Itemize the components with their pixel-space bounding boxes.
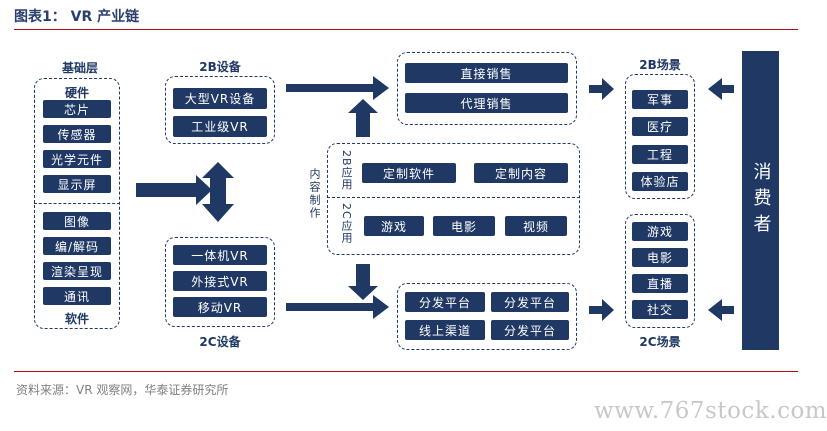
devices-2c-group — [165, 237, 275, 327]
device-2c-item: 一体机VR — [173, 245, 267, 265]
channel-2c-item: 线上渠道 — [405, 320, 485, 340]
software-item: 图像 — [43, 212, 111, 230]
figure-title: 图表1： VR 产业链 — [14, 9, 140, 25]
channel-2c-item: 分发平台 — [491, 320, 569, 340]
software-item: 编/解码 — [43, 237, 111, 255]
arrow-2c-devices-to-channels — [286, 295, 389, 319]
scene-2b-item: 军事 — [632, 90, 688, 109]
scene-2c-item: 游戏 — [632, 222, 688, 241]
arrow-2b-devices-to-sales — [286, 76, 389, 100]
content-2b-label: 2B应用 — [340, 150, 353, 191]
devices-2b-heading: 2B设备 — [199, 60, 241, 74]
bottom-rule — [14, 371, 798, 372]
arrow-content-down — [348, 264, 378, 300]
content-2c-item: 游戏 — [364, 216, 424, 236]
scene-2b-item: 医疗 — [632, 117, 688, 136]
scenes-2c-heading: 2C场景 — [639, 335, 681, 349]
software-label: 软件 — [64, 312, 89, 326]
device-2c-item: 外接式VR — [173, 271, 267, 291]
content-2c-item: 电影 — [433, 216, 495, 236]
content-separator — [327, 197, 580, 198]
arrow-consumer-to-2b-scenes — [708, 78, 734, 100]
arrow-devices-vertical — [202, 162, 234, 222]
scene-2b-item: 体验店 — [632, 172, 688, 191]
hardware-item: 显示屏 — [43, 175, 111, 193]
flow-arrows — [136, 76, 734, 321]
device-2c-item: 移动VR — [173, 297, 267, 317]
channel-2c-item: 分发平台 — [491, 292, 569, 312]
software-item: 渲染呈现 — [43, 262, 111, 280]
scene-2b-item: 工程 — [632, 145, 688, 164]
arrow-content-up — [348, 99, 378, 137]
scenes-2c-group — [625, 214, 695, 328]
device-2b-item: 大型VR设备 — [173, 88, 267, 109]
arrow-foundation-to-devices — [136, 175, 212, 205]
content-2b-item: 定制内容 — [474, 163, 568, 183]
scenes-2b-heading: 2B场景 — [639, 58, 681, 72]
hardware-item: 传感器 — [43, 125, 111, 143]
content-2b-item: 定制软件 — [362, 163, 456, 183]
source-note: 资料来源：VR 观察网，华泰证券研究所 — [16, 383, 229, 397]
sales-2b-item: 直接销售 — [405, 63, 568, 83]
content-2c-item: 视频 — [505, 216, 567, 236]
channel-2c-item: 分发平台 — [405, 292, 485, 312]
foundation-separator — [34, 203, 120, 204]
sales-2b-item: 代理销售 — [405, 93, 568, 113]
arrow-sales-to-scenes — [589, 78, 614, 100]
software-item: 通讯 — [43, 287, 111, 305]
arrow-consumer-to-2c-scenes — [708, 299, 734, 321]
device-2b-item: 工业级VR — [173, 116, 267, 137]
scene-2c-item: 电影 — [632, 248, 688, 267]
foundation-heading: 基础层 — [61, 61, 98, 75]
top-rule — [14, 29, 798, 30]
content-group — [327, 143, 580, 255]
arrow-channels-to-scenes — [589, 299, 614, 321]
scene-2c-item: 直播 — [632, 274, 688, 293]
devices-2b-group — [165, 76, 275, 144]
channels-2c-group — [397, 283, 577, 350]
consumer-bar: 消费者 — [742, 51, 779, 350]
watermark: www.767stock.com — [594, 398, 827, 424]
devices-2c-heading: 2C设备 — [199, 335, 241, 349]
scene-2c-item: 社交 — [632, 300, 688, 319]
hardware-item: 芯片 — [43, 100, 111, 118]
scenes-2b-group — [625, 74, 695, 199]
content-label: 内容制作 — [308, 168, 321, 220]
hardware-label: 硬件 — [64, 86, 89, 100]
sales-2b-group — [397, 52, 577, 125]
content-2c-label: 2C应用 — [340, 203, 353, 244]
hardware-item: 光学元件 — [43, 150, 111, 168]
